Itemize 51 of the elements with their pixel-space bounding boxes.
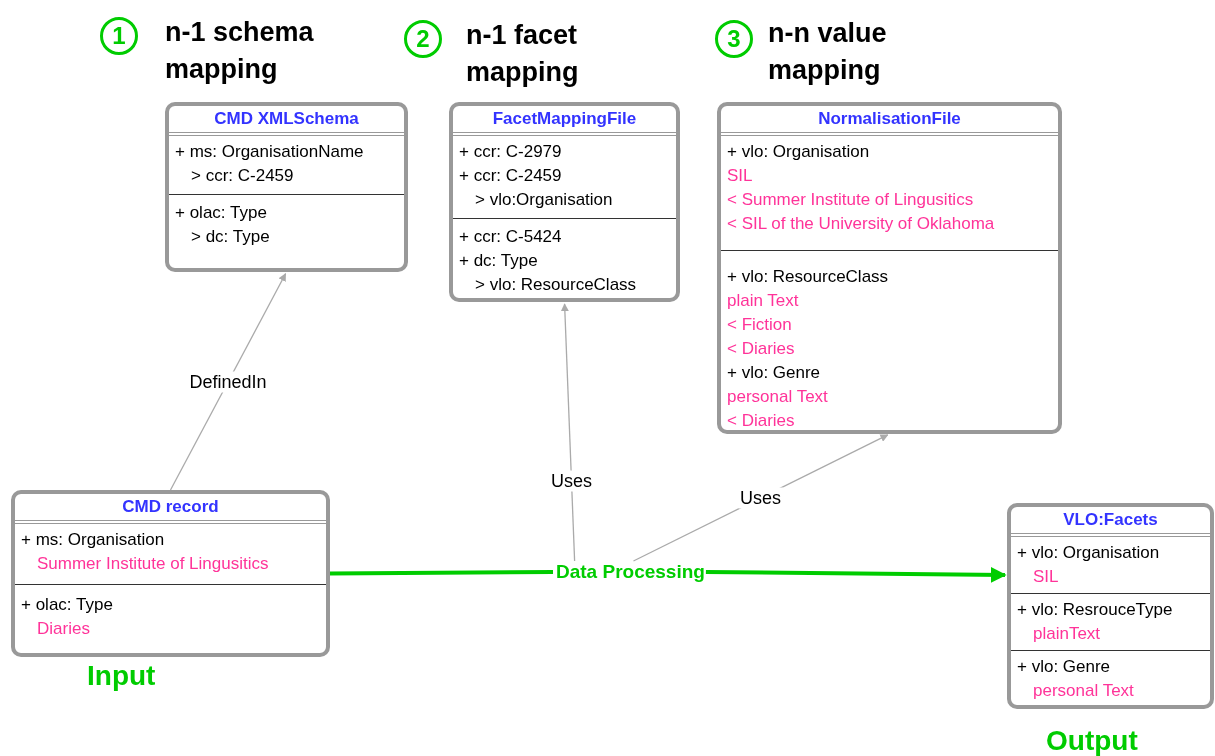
attribute-text: > vlo:Organisation [474,189,614,211]
class-box [449,102,680,302]
class-box [717,102,1062,434]
attribute-text: + olac: Type [20,594,114,616]
value-text: plainText [1032,623,1102,645]
attribute-text: + vlo: ResrouceType [1016,599,1174,621]
attribute-text: + ccr: C-2979 [458,141,563,163]
value-text: Diaries [36,618,91,640]
value-text: Summer Institute of Lingusitics [36,553,270,575]
process-label: Data Processing [555,561,706,583]
step-heading: n-1 facet mapping [466,19,580,89]
attribute-text: + olac: Type [174,202,268,224]
attribute-text: + vlo: Genre [1016,656,1112,678]
class-title: VLO:Facets [1011,507,1210,537]
value-text: personal Text [1032,680,1135,702]
class-title: NormalisationFile [721,106,1058,136]
value-text: plain Text [726,290,800,312]
attribute-text: + ccr: C-5424 [458,226,563,248]
value-text: < Diaries [726,338,796,360]
attribute-text: > vlo: ResourceClass [474,274,638,296]
edge-label: Uses [549,470,594,492]
class-title: CMD record [15,494,326,524]
role-label: Input [87,660,156,692]
value-text: < Fiction [726,314,793,336]
attribute-text: + vlo: Organisation [1016,542,1161,564]
class-title: CMD XMLSchema [169,106,404,136]
attribute-text: > dc: Type [190,226,271,248]
step-heading: n-1 schema mapping [165,16,315,86]
step-heading: n-n value mapping [768,17,888,87]
value-text: < Summer Institute of Lingusitics [726,189,975,211]
role-label: Output [1046,725,1138,756]
arrow [705,566,1007,583]
edge-label: DefinedIn [187,371,269,393]
value-text: SIL [726,165,754,187]
attribute-text: + dc: Type [458,250,539,272]
attribute-text: + vlo: Genre [726,362,822,384]
arrow [560,303,576,562]
attribute-text: + vlo: ResourceClass [726,266,890,288]
attribute-text: + vlo: Organisation [726,141,871,163]
value-text: SIL [1032,566,1060,588]
attribute-text: + ms: OrganisationName [174,141,365,163]
attribute-text: > ccr: C-2459 [190,165,295,187]
attribute-text: + ccr: C-2459 [458,165,563,187]
class-title: FacetMappingFile [453,106,676,136]
value-text: personal Text [726,386,829,408]
attribute-text: + ms: Organisation [20,529,166,551]
edge-label: Uses [738,487,784,509]
value-text: < Diaries [726,410,796,432]
arrow [169,273,287,491]
value-text: < SIL of the University of Oklahoma [726,213,996,235]
class-box [165,102,408,272]
